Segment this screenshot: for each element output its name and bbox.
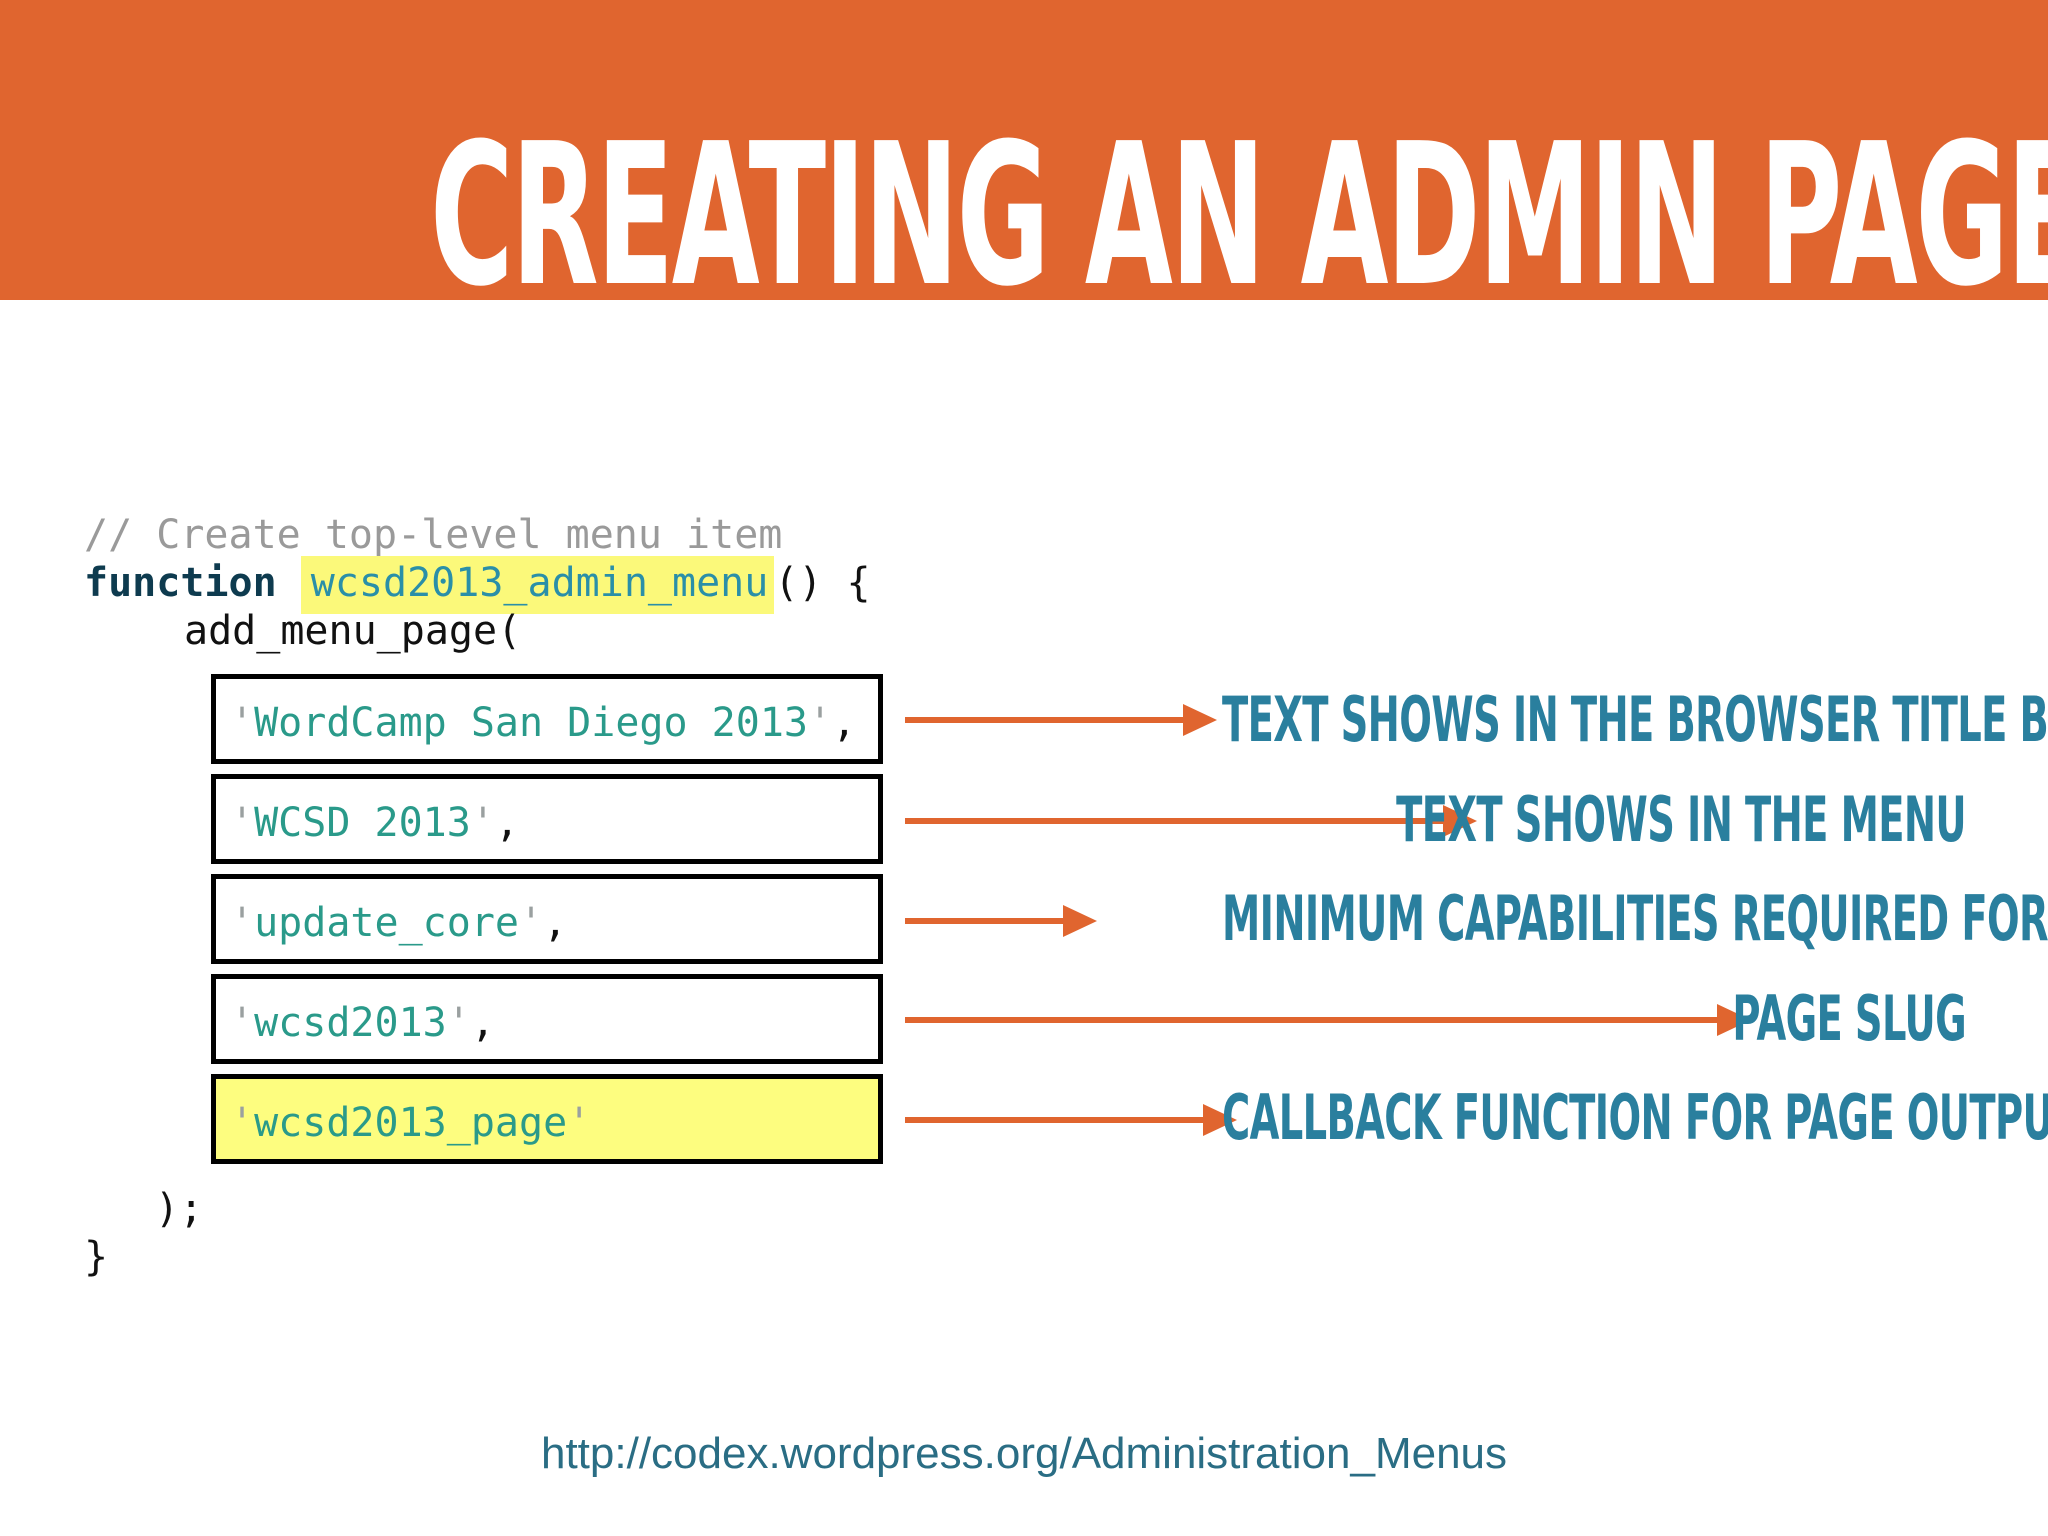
param-value: WCSD 2013: [254, 800, 471, 846]
code-function-line: function wcsd2013_admin_menu() {: [84, 556, 871, 614]
param-box-callback: 'wcsd2013_page': [211, 1074, 883, 1164]
arrow-right-icon: [905, 1004, 1751, 1036]
param-description-text: CALLBACK FUNCTION FOR PAGE OUTPUT: [1222, 1081, 2048, 1154]
code-keyword: function: [84, 560, 277, 606]
code-call: add_menu_page(: [184, 608, 522, 654]
param-description-text: PAGE SLUG: [1732, 982, 1966, 1055]
param-description: TEXT SHOWS IN THE BROWSER TITLE BAR: [766, 683, 2048, 759]
arrow-right-icon: [905, 1104, 1237, 1136]
param-value: WordCamp San Diego 2013: [254, 700, 808, 746]
param-description: PAGE SLUG: [766, 988, 1966, 1058]
param-value: wcsd2013_page: [254, 1100, 568, 1146]
code-signature-tail: () {: [774, 560, 871, 606]
param-description: CALLBACK FUNCTION FOR PAGE OUTPUT: [766, 1081, 2048, 1157]
param-value: update_core: [254, 900, 519, 946]
param-description-text: TEXT SHOWS IN THE MENU: [1396, 783, 1966, 856]
title-banner: CREATING AN ADMIN PAGE: [0, 0, 2048, 300]
code-close-brace: }: [84, 1234, 109, 1280]
param-description: TEXT SHOWS IN THE MENU: [766, 789, 1966, 859]
arrow-right-icon: [905, 905, 1097, 937]
code-function-name: wcsd2013_admin_menu: [300, 556, 775, 614]
param-description: MINIMUM CAPABILITIES REQUIRED FOR ACCESS: [766, 882, 2048, 958]
param-box-page-title: 'WordCamp San Diego 2013',: [211, 674, 883, 764]
arrow-right-icon: [905, 805, 1477, 837]
param-description-text: MINIMUM CAPABILITIES REQUIRED FOR ACCESS: [1222, 882, 2048, 955]
param-value: wcsd2013: [254, 1000, 447, 1046]
param-box-menu-title: 'WCSD 2013',: [211, 774, 883, 864]
code-comment: // Create top-level menu item: [84, 512, 783, 558]
arrow-right-icon: [905, 704, 1217, 736]
reference-link[interactable]: http://codex.wordpress.org/Administratio…: [540, 1429, 1508, 1478]
param-box-menu-slug: 'wcsd2013',: [211, 974, 883, 1064]
slide-title: CREATING AN ADMIN PAGE: [430, 102, 2048, 300]
param-box-capability: 'update_core',: [211, 874, 883, 964]
code-close-paren: );: [155, 1186, 204, 1232]
param-description-text: TEXT SHOWS IN THE BROWSER TITLE BAR: [1222, 683, 2048, 756]
